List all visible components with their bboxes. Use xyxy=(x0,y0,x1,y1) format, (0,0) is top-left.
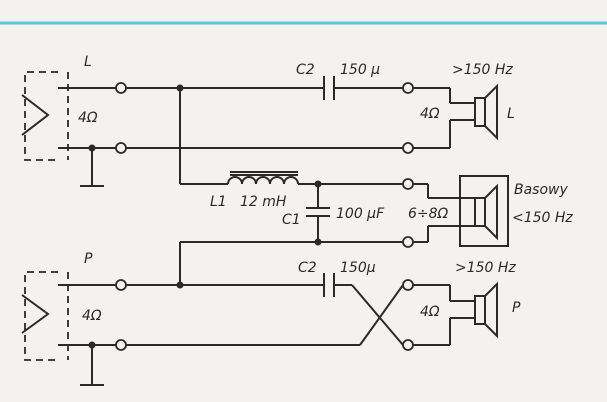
terminal-left-in-gnd xyxy=(115,142,127,154)
channel-left-label: L xyxy=(84,54,92,70)
speaker-bottom-name: P xyxy=(512,300,521,316)
terminal-right-out-b xyxy=(402,339,414,351)
speaker-top xyxy=(474,83,498,141)
wiring-top-channel xyxy=(126,76,475,184)
amplifier-right xyxy=(21,271,116,386)
amp-right-impedance: 4Ω xyxy=(82,308,102,324)
l1-label: L1 xyxy=(210,194,227,210)
terminal-right-out-a xyxy=(402,279,414,291)
c2-bottom-value: 150μ xyxy=(340,260,376,276)
terminal-left-out-hot xyxy=(402,82,414,94)
c2-top-value: 150 μ xyxy=(340,62,380,78)
terminal-bass-hot xyxy=(402,178,414,190)
speaker-top-name: L xyxy=(507,106,515,122)
terminal-left-out-gnd xyxy=(402,142,414,154)
terminal-right-in-gnd xyxy=(115,339,127,351)
speaker-top-impedance: 4Ω xyxy=(420,106,440,122)
speaker-bottom xyxy=(474,281,498,339)
speaker-top-freq: >150 Hz xyxy=(452,62,513,78)
wiring-bass xyxy=(179,171,475,285)
l1-value: 12 mH xyxy=(240,194,287,210)
c1-label: C1 xyxy=(282,212,301,228)
c2-top-label: C2 xyxy=(296,62,315,78)
bass-name: Basowy xyxy=(514,182,568,198)
terminal-left-in-hot xyxy=(115,82,127,94)
terminal-bass-gnd xyxy=(402,236,414,248)
wiring-bottom-channel xyxy=(126,273,475,346)
speaker-bottom-impedance: 4Ω xyxy=(420,304,440,320)
speaker-bottom-freq: >150 Hz xyxy=(455,260,516,276)
bass-freq: <150 Hz xyxy=(512,210,573,226)
amp-left-impedance: 4Ω xyxy=(78,110,98,126)
c2-bottom-label: C2 xyxy=(298,260,317,276)
bass-impedance: 6÷8Ω xyxy=(408,206,449,222)
speaker-bass xyxy=(459,175,509,247)
amplifier-left xyxy=(21,71,116,187)
c1-value: 100 μF xyxy=(336,206,385,222)
channel-right-label: P xyxy=(84,251,93,267)
terminal-right-in-hot xyxy=(115,279,127,291)
